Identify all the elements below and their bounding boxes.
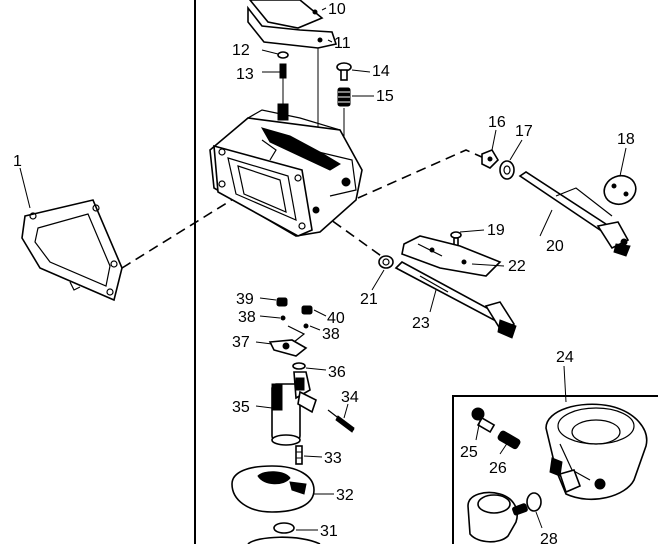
callout-21: 21 [360, 291, 378, 308]
choke-plate-part-22 [401, 235, 502, 277]
float-part-32 [231, 465, 315, 513]
callout-34: 34 [341, 389, 359, 406]
callout-39: 39 [236, 291, 254, 308]
cap-part-40 [301, 305, 313, 315]
callout-32: 32 [336, 487, 354, 504]
leader-lines [255, 7, 627, 531]
carburetor-body [209, 103, 363, 237]
bushing-part-21 [378, 255, 394, 269]
jet-part-33 [295, 445, 303, 465]
dash-shaft-upper [357, 149, 485, 199]
bowl-edge-bottom [247, 536, 321, 544]
dash-shaft-lower [319, 211, 385, 259]
callout-17: 17 [515, 123, 533, 140]
bracket-part-37 [268, 339, 308, 357]
callout-15: 15 [376, 88, 394, 105]
wire-part-38 [287, 325, 306, 343]
spring-part-26 [497, 430, 521, 450]
washer-part-17 [499, 160, 515, 180]
leader-1 [19, 167, 31, 209]
screw-part-25 [471, 407, 496, 434]
callout-22: 22 [508, 258, 526, 275]
callout-16: 16 [488, 114, 506, 131]
gasket-part-1 [21, 199, 123, 302]
callout-37: 37 [232, 334, 250, 351]
choke-shaft-part-23 [394, 261, 517, 339]
throttle-plate-part-18 [603, 174, 637, 206]
callout-31: 31 [320, 523, 338, 540]
fuel-bowl-body-part-35 [271, 371, 317, 446]
knob-part-inset [467, 491, 528, 543]
screw-part-14 [336, 62, 352, 81]
dash-gasket-body [121, 195, 239, 269]
callout-12: 12 [232, 42, 250, 59]
callout-23: 23 [412, 315, 430, 332]
plate-part-11 [247, 5, 338, 49]
oring-part-28 [526, 492, 542, 512]
bowl-part-24 [545, 403, 648, 501]
callout-26: 26 [489, 460, 507, 477]
ball-part-38-right [303, 323, 309, 329]
callout-18: 18 [617, 131, 635, 148]
callout-28: 28 [540, 531, 558, 544]
callout-20: 20 [546, 238, 564, 255]
plug-part-39 [276, 297, 288, 307]
spring-part-15 [337, 87, 351, 107]
plate-part-10 [248, 0, 324, 29]
callout-19: 19 [487, 222, 505, 239]
callout-24: 24 [556, 349, 574, 366]
callout-36: 36 [328, 364, 346, 381]
oring-part-36 [292, 362, 306, 370]
nut-part-16 [481, 149, 500, 169]
washer-part-12 [277, 51, 289, 59]
callout-38-left: 38 [238, 309, 256, 326]
callout-11: 11 [334, 35, 351, 52]
callout-13: 13 [236, 66, 254, 83]
oring-part-31 [273, 522, 295, 534]
callout-33: 33 [324, 450, 342, 467]
inset-box [452, 395, 658, 544]
throttle-shaft-part-20 [518, 171, 631, 257]
ball-part-38-left [280, 315, 286, 321]
screw-part-13 [279, 63, 287, 79]
callout-38-right: 38 [322, 326, 340, 343]
callout-1: 1 [13, 153, 22, 170]
callout-35: 35 [232, 399, 250, 416]
callout-25: 25 [460, 444, 478, 461]
callout-14: 14 [372, 63, 390, 80]
callout-10: 10 [328, 1, 346, 18]
callout-40: 40 [327, 310, 345, 327]
needle-part-34 [327, 409, 355, 433]
